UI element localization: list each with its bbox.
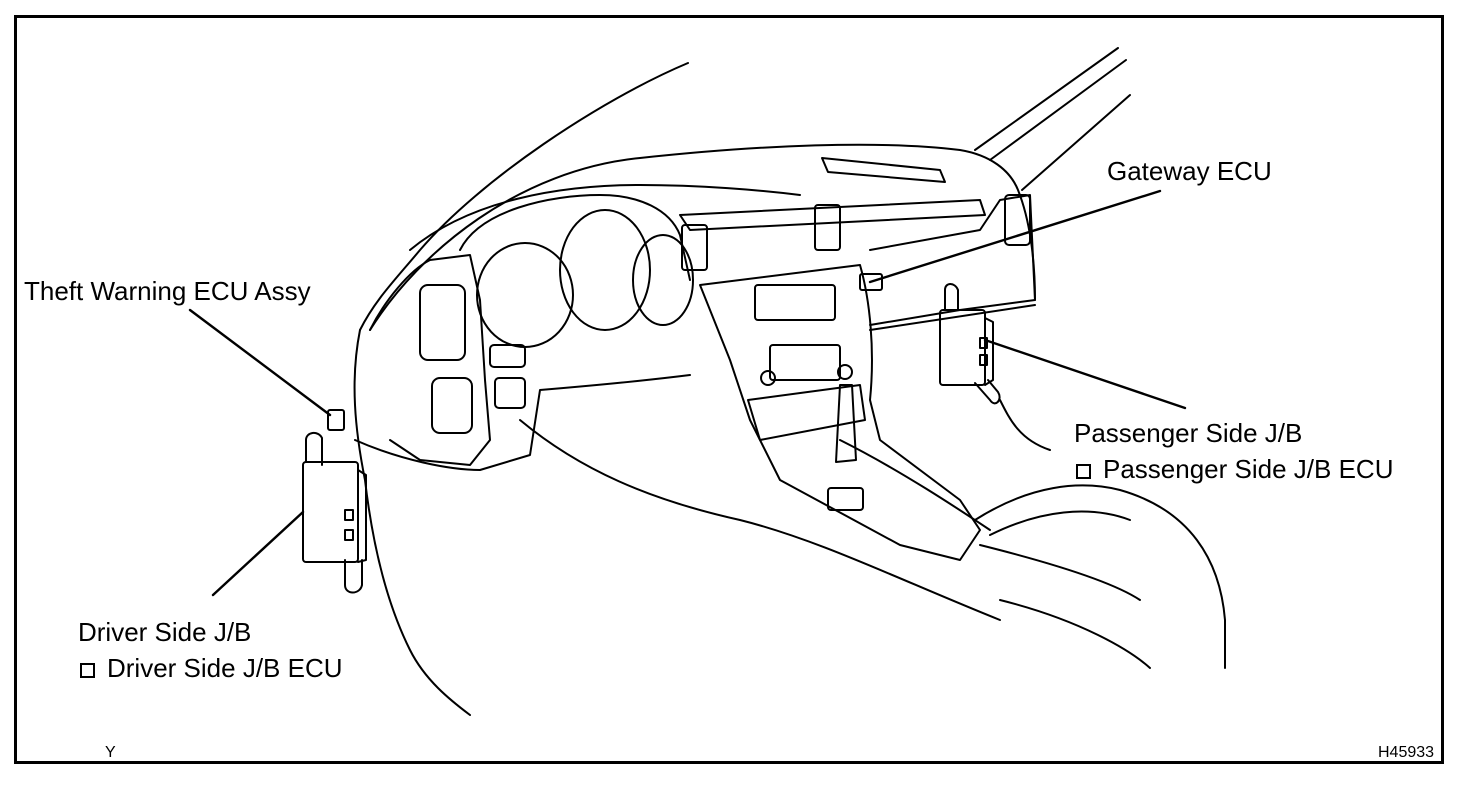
leader-driver-jb [211, 510, 305, 597]
gauge-center [559, 209, 651, 331]
seat-line-2 [999, 599, 1151, 669]
center-vent-left [681, 224, 708, 271]
shift-gate [827, 487, 864, 511]
right-kick-panel [999, 399, 1051, 451]
armrest [974, 484, 1226, 669]
leader-gateway-ecu [868, 189, 1162, 284]
seat-line-1 [979, 544, 1141, 601]
label-driver-jb: Driver Side J/B [78, 617, 252, 647]
corner-mark-left: Y [105, 744, 116, 761]
label-driver-jb-ecu: Driver Side J/B ECU [107, 653, 343, 683]
label-passenger-jb-ecu: Passenger Side J/B ECU [1103, 454, 1394, 484]
windshield-line-1 [974, 47, 1119, 151]
label-driver-jb-ecu-row: Driver Side J/B ECU [80, 653, 343, 683]
gateway-ecu [859, 273, 883, 291]
label-passenger-jb-ecu-row: Passenger Side J/B ECU [1076, 454, 1393, 484]
glovebox-edge [869, 304, 1036, 331]
knee-panel [354, 374, 691, 471]
floor-line-left [519, 419, 1001, 621]
label-theft-warning-ecu: Theft Warning ECU Assy [24, 276, 311, 306]
audio-unit [769, 344, 841, 381]
driver-jb-connector-1 [344, 509, 354, 521]
driver-jb-tab [344, 559, 363, 594]
audio-display [754, 284, 836, 321]
driver-jb-body [302, 461, 359, 563]
passenger-jb-tab [974, 379, 1001, 405]
label-passenger-jb: Passenger Side J/B [1074, 418, 1303, 448]
center-stack-outline [699, 264, 981, 561]
driver-jb-connector-2 [344, 529, 354, 541]
label-gateway-ecu: Gateway ECU [1107, 156, 1272, 186]
gauge-left [476, 242, 574, 348]
windshield-line-2 [989, 59, 1127, 161]
center-vent-right [814, 204, 841, 251]
left-vent-upper [419, 284, 466, 361]
cluster-hood [459, 194, 691, 281]
switch-panel-1 [489, 344, 526, 368]
passenger-jb-connector-1 [979, 337, 988, 349]
climate-panel [747, 384, 866, 441]
knob-left [760, 370, 776, 386]
passenger-jb-side [984, 317, 994, 386]
windshield-line-3 [1021, 94, 1131, 191]
left-door-line [353, 329, 471, 716]
left-dash-panel [369, 254, 491, 466]
leader-theft-warning-ecu [188, 308, 332, 417]
passenger-jb-bracket [944, 283, 959, 311]
driver-jb-bracket [305, 432, 323, 466]
dashboard-top [369, 143, 1036, 331]
checkbox-square-icon [80, 663, 95, 678]
checkbox-square-icon [1076, 464, 1091, 479]
armrest-inner [989, 510, 1131, 536]
right-vent [1004, 194, 1031, 246]
passenger-jb-connector-2 [979, 354, 988, 366]
knob-right [837, 364, 853, 380]
corner-mark-right: H45933 [1378, 744, 1435, 761]
defrost-vent [821, 157, 946, 183]
switch-panel-2 [494, 377, 526, 409]
gauge-right [632, 234, 694, 326]
theft-warning-ecu [327, 409, 345, 431]
console-tunnel [839, 439, 991, 531]
left-vent-lower [431, 377, 473, 434]
right-dash-panel [869, 194, 1036, 326]
dashboard-upper-edge [409, 184, 801, 251]
leader-passenger-jb [983, 338, 1187, 410]
left-a-pillar [359, 62, 689, 331]
shift-boot [835, 384, 857, 463]
diagram-frame [14, 15, 1444, 764]
passenger-jb-body [939, 309, 986, 386]
